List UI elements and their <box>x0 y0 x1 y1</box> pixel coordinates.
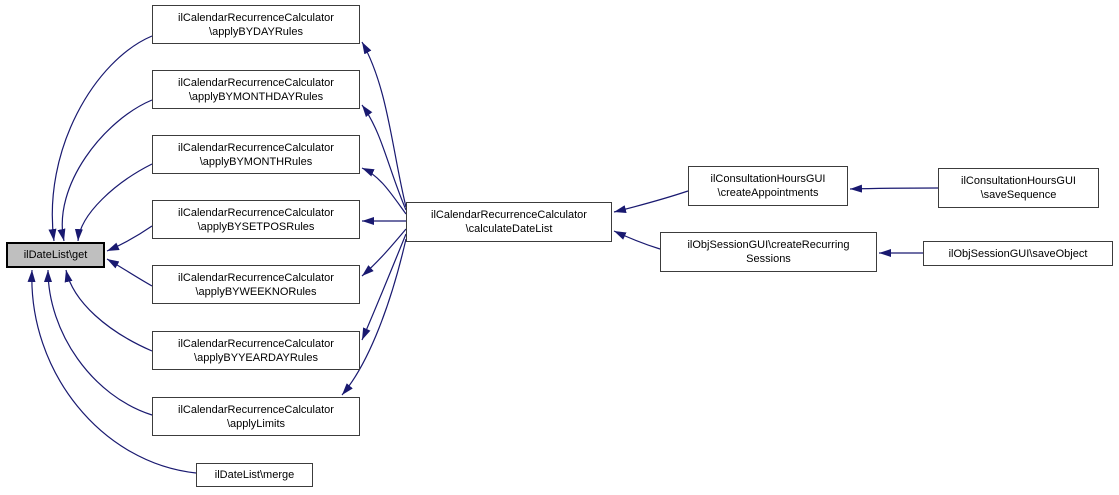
edge-savesequence-to-createappointments <box>849 184 939 193</box>
node-applybymonthdayrules[interactable]: ilCalendarRecurrenceCalculator \applyBYM… <box>152 70 360 109</box>
edge-calculatedatelist-to-applybydayrules <box>361 41 407 208</box>
node-label: \saveSequence <box>980 189 1057 201</box>
edge-applybyyeardayrules-to-get <box>64 269 153 352</box>
node-label: \applyLimits <box>226 417 286 430</box>
node-label: \applyBYDAYRules <box>209 25 303 38</box>
edge-applybysetposrules-to-get <box>106 225 153 252</box>
node-label: ilObjSessionGUI\saveObject <box>948 247 1088 260</box>
node-label: Sessions <box>746 253 791 265</box>
node-savesequence[interactable]: ilConsultationHoursGUI \saveSequence <box>938 168 1099 208</box>
edge-merge-to-get <box>27 269 197 474</box>
node-label: \applyBYYEARDAYRules <box>194 351 318 364</box>
node-applybymonthrules[interactable]: ilCalendarRecurrenceCalculator \applyBYM… <box>152 135 360 174</box>
node-label: \applyBYSETPOSRules <box>197 220 315 233</box>
node-saveobject[interactable]: ilObjSessionGUI\saveObject <box>923 241 1113 266</box>
node-applybyyeardayrules[interactable]: ilCalendarRecurrenceCalculator \applyBYY… <box>152 331 360 370</box>
node-label: \calculateDateList <box>465 223 553 235</box>
edge-calculatedatelist-to-applylimits <box>341 238 407 396</box>
edge-createappointments-to-calculatedatelist <box>613 190 689 213</box>
edge-calculatedatelist-to-applybyweeknorules <box>361 228 407 277</box>
node-label: ilCalendarRecurrenceCalculator <box>431 209 587 221</box>
node-label: ilDateList\get <box>23 249 88 261</box>
node-label: ilCalendarRecurrenceCalculator <box>178 141 334 154</box>
node-applybydayrules[interactable]: ilCalendarRecurrenceCalculator \applyBYD… <box>152 5 360 44</box>
node-label: ilCalendarRecurrenceCalculator <box>178 403 334 416</box>
node-label: ilCalendarRecurrenceCalculator <box>178 337 334 350</box>
node-label: \createAppointments <box>717 187 819 199</box>
edge-applybydayrules-to-get <box>48 35 153 242</box>
node-applybysetposrules[interactable]: ilCalendarRecurrenceCalculator \applyBYS… <box>152 200 360 239</box>
node-ildatelist-merge[interactable]: ilDateList\merge <box>196 463 313 487</box>
edge-applybymonthdayrules-to-get <box>57 99 153 242</box>
node-label: ilConsultationHoursGUI <box>961 175 1076 187</box>
edge-calculatedatelist-to-applybymonthrules <box>361 167 407 215</box>
node-label: \applyBYMONTHDAYRules <box>188 90 324 103</box>
edge-applybymonthrules-to-get <box>74 163 153 242</box>
node-createappointments[interactable]: ilConsultationHoursGUI \createAppointmen… <box>688 166 848 206</box>
node-label: \applyBYWEEKNORules <box>195 285 317 298</box>
node-calculatedatelist[interactable]: ilCalendarRecurrenceCalculator \calculat… <box>406 202 612 242</box>
node-label: ilCalendarRecurrenceCalculator <box>178 11 334 24</box>
node-ildatelist-get[interactable]: ilDateList\get <box>6 242 105 268</box>
edge-calculatedatelist-to-applybymonthdayrules <box>361 104 407 211</box>
node-label: \applyBYMONTHRules <box>199 155 313 168</box>
node-createrecurringsessions[interactable]: ilObjSessionGUI\createRecurring Sessions <box>660 232 877 272</box>
edge-calculatedatelist-to-applybyyeardayrules <box>361 233 407 341</box>
node-label: ilCalendarRecurrenceCalculator <box>178 271 334 284</box>
edge-applylimits-to-get <box>44 269 153 416</box>
node-label: ilObjSessionGUI\createRecurring <box>687 239 850 251</box>
node-applybyweeknorules[interactable]: ilCalendarRecurrenceCalculator \applyBYW… <box>152 265 360 304</box>
edge-applybyweeknorules-to-get <box>106 258 153 287</box>
node-label: ilDateList\merge <box>214 469 295 481</box>
node-label: ilCalendarRecurrenceCalculator <box>178 206 334 219</box>
node-applylimits[interactable]: ilCalendarRecurrenceCalculator \applyLim… <box>152 397 360 436</box>
node-label: ilCalendarRecurrenceCalculator <box>178 76 334 89</box>
node-label: ilConsultationHoursGUI <box>710 173 826 185</box>
edge-createrecurringsessions-to-calculatedatelist <box>613 230 661 250</box>
